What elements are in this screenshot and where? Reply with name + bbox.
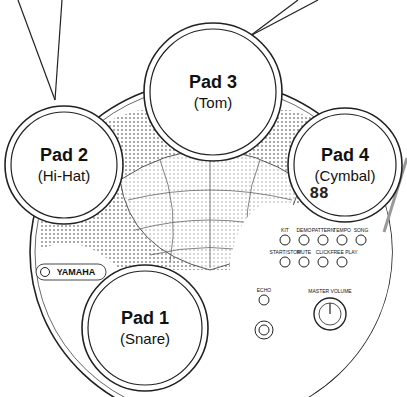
button-label: MASTER VOLUME (308, 289, 351, 294)
button-label: CLICK (316, 250, 331, 255)
leader-line (250, 0, 298, 36)
panel-buttons (255, 235, 366, 339)
pad-name: Pad 4 (321, 145, 369, 167)
leader-line (55, 0, 62, 100)
pad-name: Pad 2 (40, 145, 88, 167)
button-label: FREE PLAY (330, 250, 357, 255)
button-label: PATTERN (312, 228, 335, 233)
button-label: MUTE (297, 250, 311, 255)
display-digits: 88 (309, 186, 328, 202)
volume-knob-cap (319, 303, 341, 325)
button-label: SONG (354, 228, 369, 233)
knob-pointer (329, 303, 330, 314)
control-panel (230, 205, 400, 397)
pad-name: Pad 1 (121, 308, 169, 330)
button-label: ECHO (257, 288, 271, 293)
pad-voice: (Snare) (120, 330, 170, 348)
pad-name: Pad 3 (189, 72, 237, 94)
pad-voice: (Tom) (194, 94, 232, 112)
leader-line (250, 0, 318, 36)
logo-plate (36, 264, 106, 280)
button-label: KIT (281, 228, 289, 233)
volume-knob (314, 298, 346, 330)
button-label: TEMPO (333, 228, 351, 233)
button-label: DEMO (297, 228, 312, 233)
brand-logo: YAMAHA (57, 268, 96, 277)
drum-pad: Pad 2(Hi-Hat) (4, 105, 124, 225)
drum-pad: Pad 1(Snare) (81, 264, 209, 392)
drum-pad: Pad 4(Cymbal) (287, 107, 403, 223)
logo-emblem (41, 268, 50, 277)
pad-voice: (Hi-Hat) (38, 167, 91, 185)
leader-line (18, 0, 55, 100)
button-label: START/STOP (270, 250, 301, 255)
drum-pad: Pad 3(Tom) (143, 22, 283, 162)
pad-voice: (Cymbal) (315, 167, 376, 185)
